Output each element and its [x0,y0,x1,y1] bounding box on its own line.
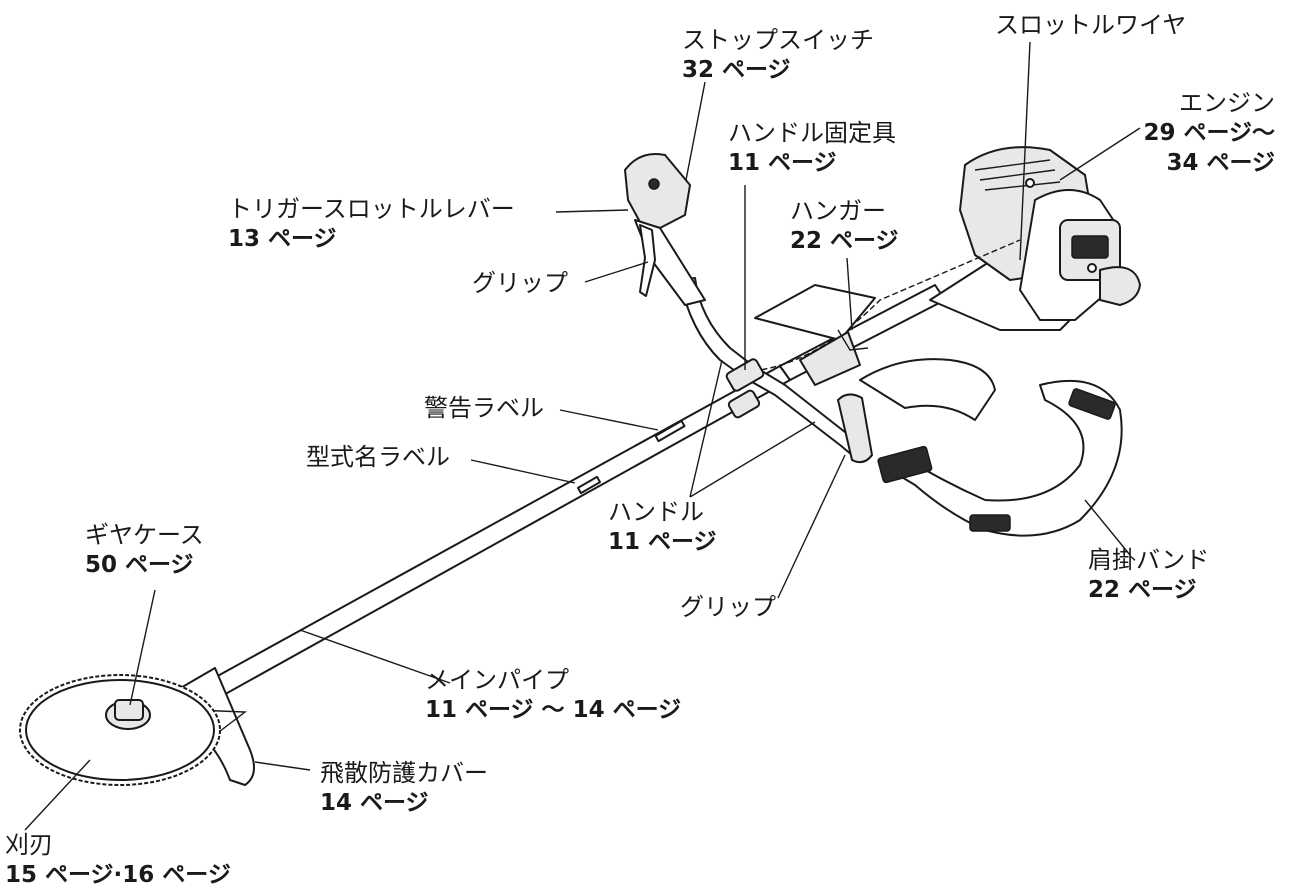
guard-label: 飛散防護カバー [320,759,488,787]
callout-model-label: 型式名ラベル [306,442,450,472]
callout-warning-label: 警告ラベル [424,393,544,423]
callout-trigger-lever: トリガースロットルレバー 13 ページ [228,194,515,254]
throttle-wire-drawing [699,239,1021,371]
gear-case-label: ギヤケース [85,521,204,549]
callout-engine: エンジン 29 ページ〜 34 ページ [1120,88,1275,178]
callout-handle-fixture: ハンドル固定具 11 ページ [728,118,896,178]
leader-lines [24,41,1141,831]
grip-upper-label: グリップ [472,269,568,297]
handle-fixture-page: 11 ページ [728,150,837,176]
model-label-label: 型式名ラベル [306,443,450,471]
stop-switch-label: ストップスイッチ [682,26,874,54]
engine-label: エンジン [1179,89,1275,117]
trigger-lever-label: トリガースロットルレバー [228,195,515,223]
stop-switch-page: 32 ページ [682,57,791,83]
callout-shoulder-band: 肩掛バンド 22 ページ [1088,545,1209,605]
main-pipe-label: メインパイプ [425,666,569,694]
grip-lower-label: グリップ [680,593,776,621]
engine-page-end: 34 ページ [1166,150,1275,176]
callout-grip-upper: グリップ [472,268,568,298]
handle-fixture-drawing [725,358,765,419]
callout-hanger: ハンガー 22 ページ [790,196,899,256]
callout-main-pipe: メインパイプ 11 ページ 〜 14 ページ [425,665,681,725]
warning-label-label: 警告ラベル [424,394,544,422]
callout-gear-case: ギヤケース 50 ページ [85,520,204,580]
blade-page: 15 ページ·16 ページ [5,862,231,888]
callout-blade: 刈刃 15 ページ·16 ページ [5,830,231,890]
handle-fixture-label: ハンドル固定具 [728,119,896,147]
hanger-drawing [754,284,876,386]
right-grip-drawing [837,393,873,464]
engine-drawing [929,146,1141,331]
gear-case-page: 50 ページ [85,552,194,578]
hanger-label: ハンガー [790,197,886,225]
shoulder-band-page: 22 ページ [1088,577,1197,603]
callout-stop-switch: ストップスイッチ 32 ページ [682,25,874,85]
shoulder-band-drawing [859,358,1123,537]
callout-throttle-wire: スロットルワイヤ [995,10,1186,40]
throttle-wire-label: スロットルワイヤ [995,11,1187,39]
hanger-page: 22 ページ [790,228,899,254]
callout-guard: 飛散防護カバー 14 ページ [320,758,488,818]
handle-page: 11 ページ [608,529,717,555]
callout-handle: ハンドル 11 ページ [608,497,717,557]
callout-grip-lower: グリップ [680,592,776,622]
blade-label: 刈刃 [5,831,53,859]
handle-label: ハンドル [608,498,704,526]
engine-page-start: 29 ページ〜 [1143,120,1275,146]
blade-drawing [19,674,221,786]
guard-page: 14 ページ [320,790,429,816]
trigger-lever-page: 13 ページ [228,226,337,252]
main-pipe-page: 11 ページ 〜 14 ページ [425,697,682,723]
shoulder-band-label: 肩掛バンド [1088,546,1210,574]
